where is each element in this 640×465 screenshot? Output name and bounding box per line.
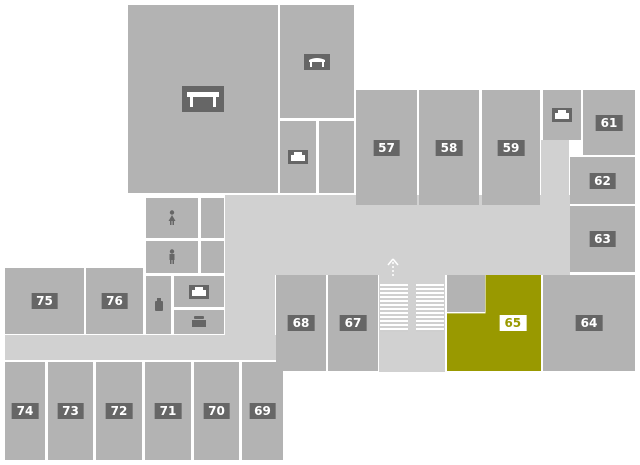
room-label: 57	[373, 139, 400, 156]
room-72[interactable]: 72	[96, 362, 142, 460]
printer-room-right[interactable]	[543, 90, 581, 140]
meeting-table-icon	[304, 53, 330, 70]
room-label: 70	[203, 403, 230, 419]
room-73[interactable]: 73	[48, 362, 93, 460]
water-cooler-icon	[153, 297, 165, 313]
room-58[interactable]: 58	[419, 90, 479, 205]
room-71[interactable]: 71	[145, 362, 191, 460]
room-label: 62	[589, 172, 616, 189]
printer-icon	[288, 150, 308, 164]
room-label: 61	[595, 114, 623, 131]
printer-icon	[552, 108, 572, 122]
room-68[interactable]: 68	[276, 275, 326, 371]
printer-room-top[interactable]	[280, 121, 316, 193]
room-label: 71	[154, 403, 182, 419]
room-62[interactable]: 62	[570, 157, 635, 204]
room-label: 63	[589, 231, 616, 247]
restroom-women[interactable]	[146, 198, 198, 238]
restroom-men-stall[interactable]	[201, 241, 224, 273]
room-67[interactable]: 67	[328, 275, 378, 371]
corridor-west	[5, 335, 280, 360]
corridor-right-spine	[541, 140, 569, 220]
room-label: 69	[249, 403, 276, 419]
phone-room[interactable]	[174, 310, 224, 334]
room-59[interactable]: 59	[482, 90, 540, 205]
corridor-link	[225, 275, 275, 335]
meeting-room-top[interactable]	[280, 5, 354, 118]
room-75[interactable]: 75	[5, 268, 84, 334]
room-69[interactable]: 69	[242, 362, 283, 460]
room-label: 68	[287, 315, 315, 331]
room-70[interactable]: 70	[194, 362, 239, 460]
printer-icon	[189, 284, 209, 299]
room-64[interactable]: 64	[543, 275, 635, 371]
storage-room-top[interactable]	[319, 121, 354, 193]
restroom-women-icon	[166, 209, 178, 227]
conference-table-icon	[182, 86, 224, 112]
room-label: 58	[435, 139, 463, 156]
room-label: 59	[497, 139, 525, 156]
exit-arrow-icon	[387, 258, 399, 278]
conference-room-large[interactable]	[128, 5, 278, 193]
utility-room[interactable]	[146, 276, 171, 334]
room-61[interactable]: 61	[583, 90, 635, 155]
room-57[interactable]: 57	[356, 90, 417, 205]
stairs-icon	[380, 284, 408, 332]
room-label: 76	[101, 293, 128, 309]
room-label: 74	[11, 403, 39, 419]
room-label: 65	[499, 315, 527, 331]
room-label: 72	[105, 403, 133, 419]
corridor-main	[225, 195, 570, 275]
restroom-men-icon	[166, 248, 178, 266]
room-76[interactable]: 76	[86, 268, 143, 334]
room-label: 67	[339, 315, 367, 331]
phone-icon	[190, 315, 208, 329]
stairs-icon	[416, 284, 444, 332]
room-label: 75	[31, 293, 58, 309]
restroom-women-stall[interactable]	[201, 198, 224, 238]
room-label: 64	[575, 315, 603, 331]
room-74[interactable]: 74	[5, 362, 45, 460]
storage-room-center[interactable]	[447, 275, 485, 312]
printer-room-west[interactable]	[174, 276, 224, 307]
restroom-men[interactable]	[146, 241, 198, 273]
room-label: 73	[57, 403, 84, 419]
room-63[interactable]: 63	[570, 206, 635, 272]
